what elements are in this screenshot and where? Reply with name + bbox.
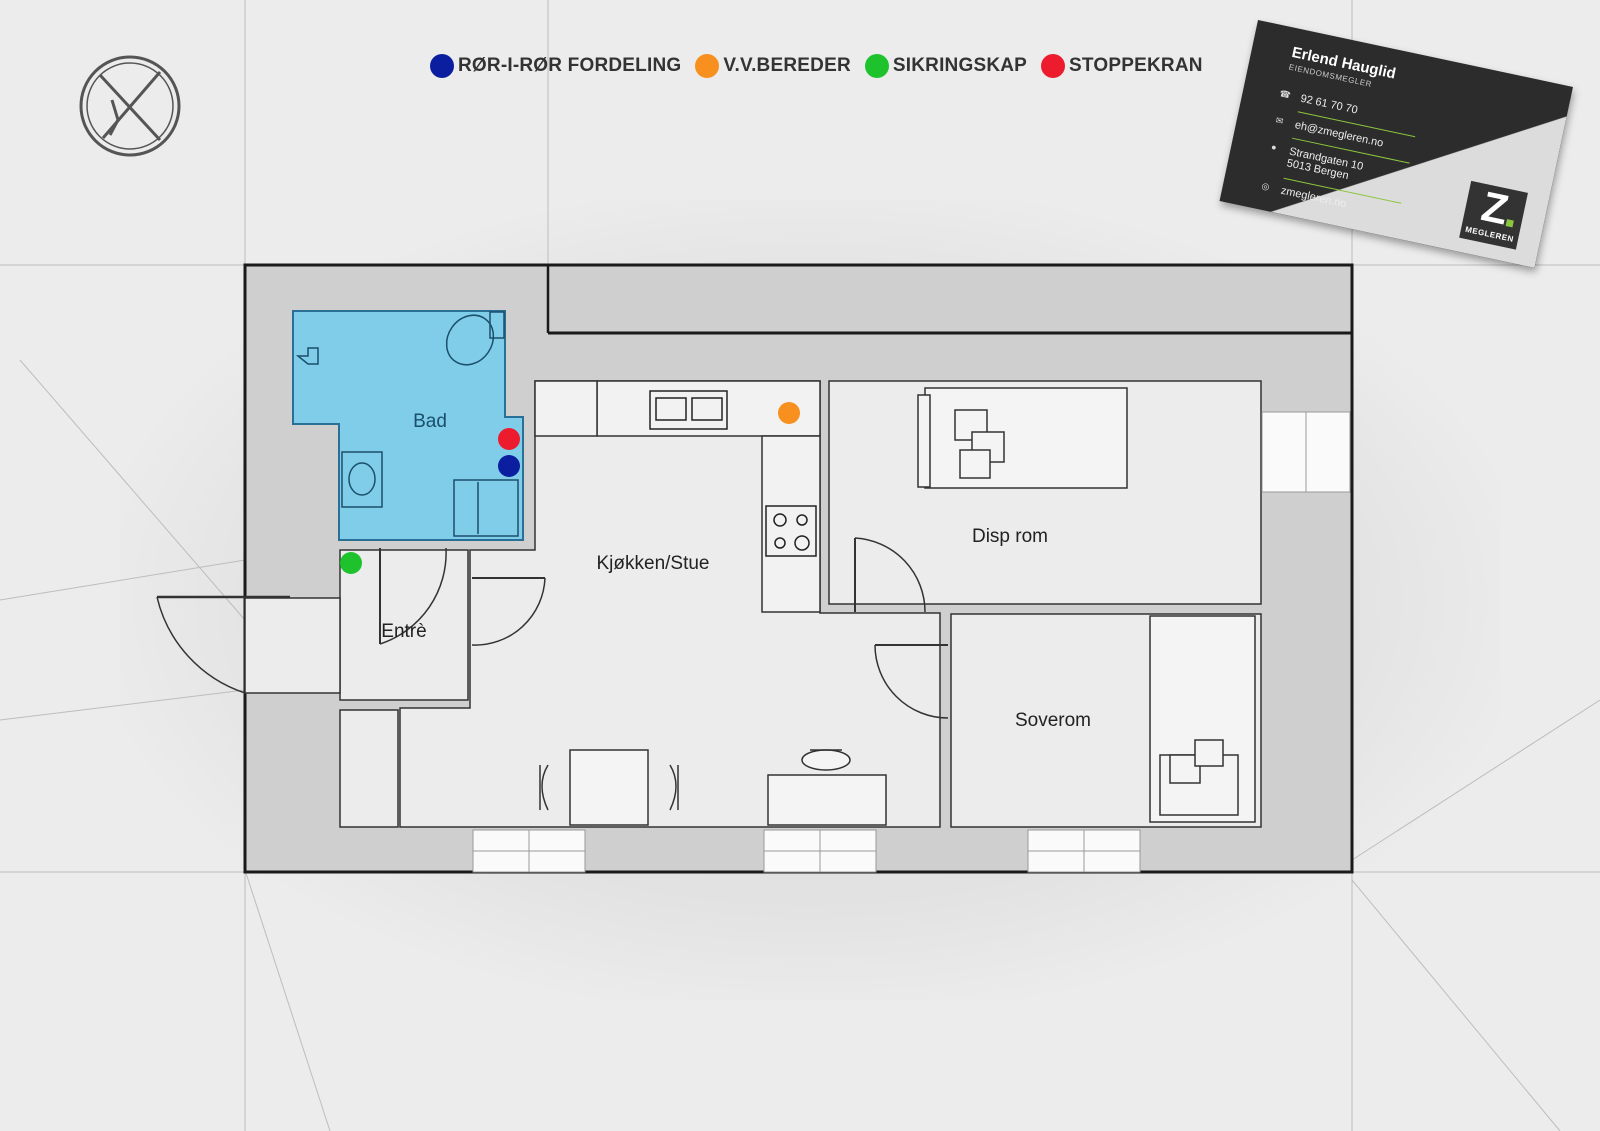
doors [156, 537, 949, 719]
legend-label: STOPPEKRAN [1069, 55, 1203, 76]
entrance-door-swing [379, 547, 447, 645]
room-label-bad: Bad [413, 411, 447, 432]
porch-floor [244, 597, 341, 694]
front-door-swing [156, 596, 246, 694]
legend-label: SIKRINGSKAP [892, 55, 1028, 76]
stove-icon [765, 505, 817, 557]
legend-item-bereder: V.V.BEREDER [695, 54, 851, 78]
shower-icon [453, 479, 519, 537]
stoppekran-marker: STOPPEKRAN [498, 428, 520, 450]
zmegleren-logo: Z MEGLEREN [1459, 180, 1528, 250]
legend-item-stoppekran: STOPPEKRAN [1041, 54, 1203, 78]
legend-item-ror: RØR-I-RØR FORDELING [430, 54, 681, 78]
legend-label: RØR-I-RØR FORDELING [458, 55, 682, 76]
vv-bereder-marker: V.V.BEREDER [778, 402, 800, 424]
bedroom-door-swing [874, 644, 949, 719]
legend-dot-orange [695, 54, 720, 78]
room-label-kjokken: Kjøkken/Stue [596, 553, 710, 574]
bathroom-floor [292, 310, 524, 541]
tap-icon [295, 347, 319, 365]
desk-set [767, 749, 887, 826]
sikringskap-marker: SIKRINGSKAP [340, 552, 362, 574]
bathroom-fixtures [295, 311, 519, 537]
kitchen-sink-icon [649, 390, 728, 430]
kitchen-counter-side [761, 435, 821, 613]
toilet-tank-icon [489, 311, 505, 339]
room-label-soverom: Soverom [1014, 710, 1092, 731]
double-bed-icon [924, 387, 1128, 489]
company-logo [79, 55, 181, 157]
sink-icon [341, 451, 383, 508]
legend-dot-red [1041, 54, 1066, 78]
storage-floor [339, 709, 399, 828]
dining-table-icon [569, 749, 649, 826]
mail-icon: ✉ [1274, 115, 1285, 127]
phone-icon: ☎ [1278, 88, 1292, 101]
room-label-entre: Entrè [381, 621, 427, 642]
kitchen-counters [534, 380, 821, 613]
location-pin-icon: ● [1270, 141, 1278, 153]
disp-room-furniture [917, 387, 1128, 489]
toilet-icon [445, 314, 495, 366]
fridge-icon [534, 380, 598, 437]
entrance-floor [339, 549, 469, 701]
legend-dot-green [864, 54, 889, 78]
ror-i-ror-marker: RØR-I-RØR FORDELING [498, 455, 520, 477]
kitchen-door-swing [471, 577, 546, 646]
windows [472, 411, 1351, 873]
dining-set [539, 749, 679, 826]
kitchen-appliances [649, 390, 817, 557]
sink-bowl-icon [348, 462, 376, 496]
office-chair-icon [801, 749, 851, 771]
legend: RØR-I-RØR FORDELING V.V.BEREDER SIKRINGS… [430, 50, 1207, 82]
legend-label: V.V.BEREDER [723, 55, 851, 76]
legend-item-sikring: SIKRINGSKAP [864, 54, 1028, 78]
disp-room-door-swing [854, 537, 926, 613]
globe-icon: ◎ [1260, 180, 1271, 192]
installation-markers: STOPPEKRAN RØR-I-RØR FORDELING V.V.BERED… [340, 402, 800, 574]
legend-dot-blue [430, 54, 454, 78]
logo-dot [1505, 219, 1514, 228]
desk-icon [767, 774, 887, 826]
room-label-disp: Disp rom [971, 526, 1049, 547]
bedroom-furniture [1149, 615, 1256, 823]
